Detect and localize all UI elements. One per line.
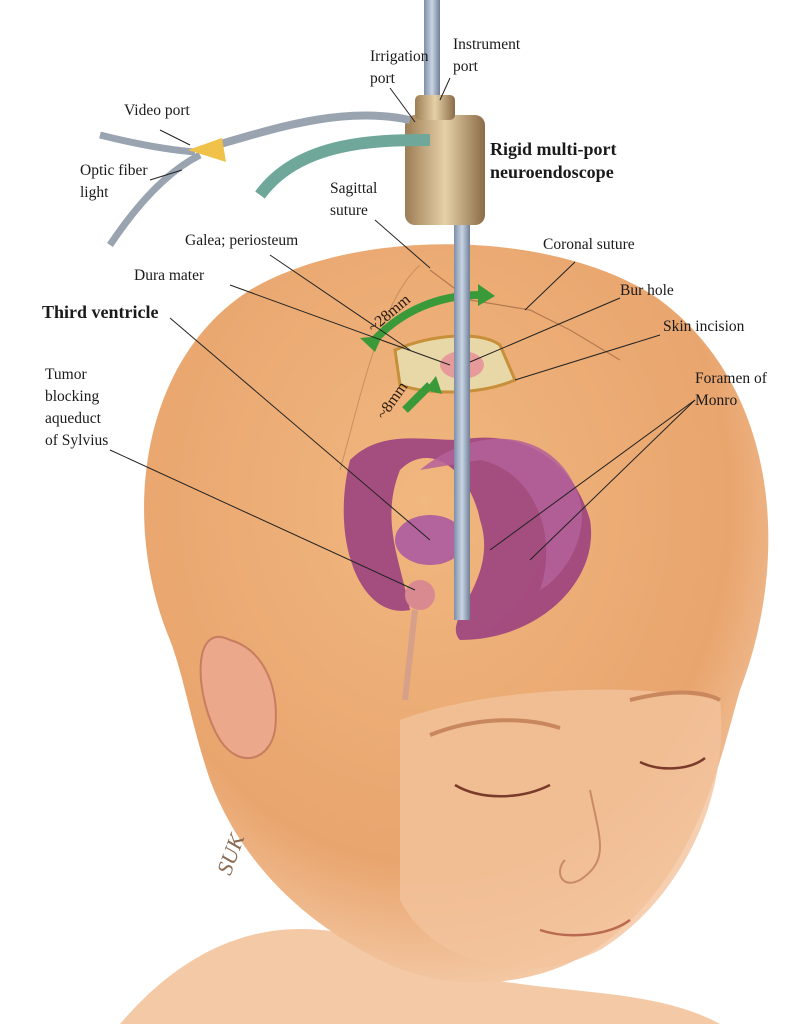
splitter [188, 138, 226, 162]
port-hub [405, 115, 485, 225]
endoscope-shaft [454, 225, 470, 620]
eyebrow-right [629, 690, 721, 702]
eye-right [639, 756, 706, 770]
label-skin-incision: Skin incision [663, 318, 745, 335]
ear [199, 636, 277, 760]
label-third-ventricle: Third ventricle [42, 302, 159, 322]
nose [559, 789, 601, 884]
label-dura-mater: Dura mater [134, 267, 205, 284]
fiber-tube [107, 151, 202, 247]
tumor [405, 580, 435, 610]
label-video-port: Video port [124, 102, 190, 119]
face [400, 689, 722, 969]
label-bur-hole: Bur hole [620, 282, 674, 299]
neck [120, 928, 720, 1024]
irrigation-tube [255, 134, 431, 199]
sagittal-suture [339, 264, 421, 471]
mouth [539, 918, 631, 937]
leader-lines [109, 77, 696, 591]
label-galea: Galea; periosteum [185, 232, 299, 249]
eye-left [454, 783, 551, 798]
video-tube [198, 111, 411, 154]
eyebrow-left [429, 718, 561, 737]
label-coronal-suture: Coronal suture [543, 236, 635, 253]
instrument-tube [424, 0, 440, 110]
